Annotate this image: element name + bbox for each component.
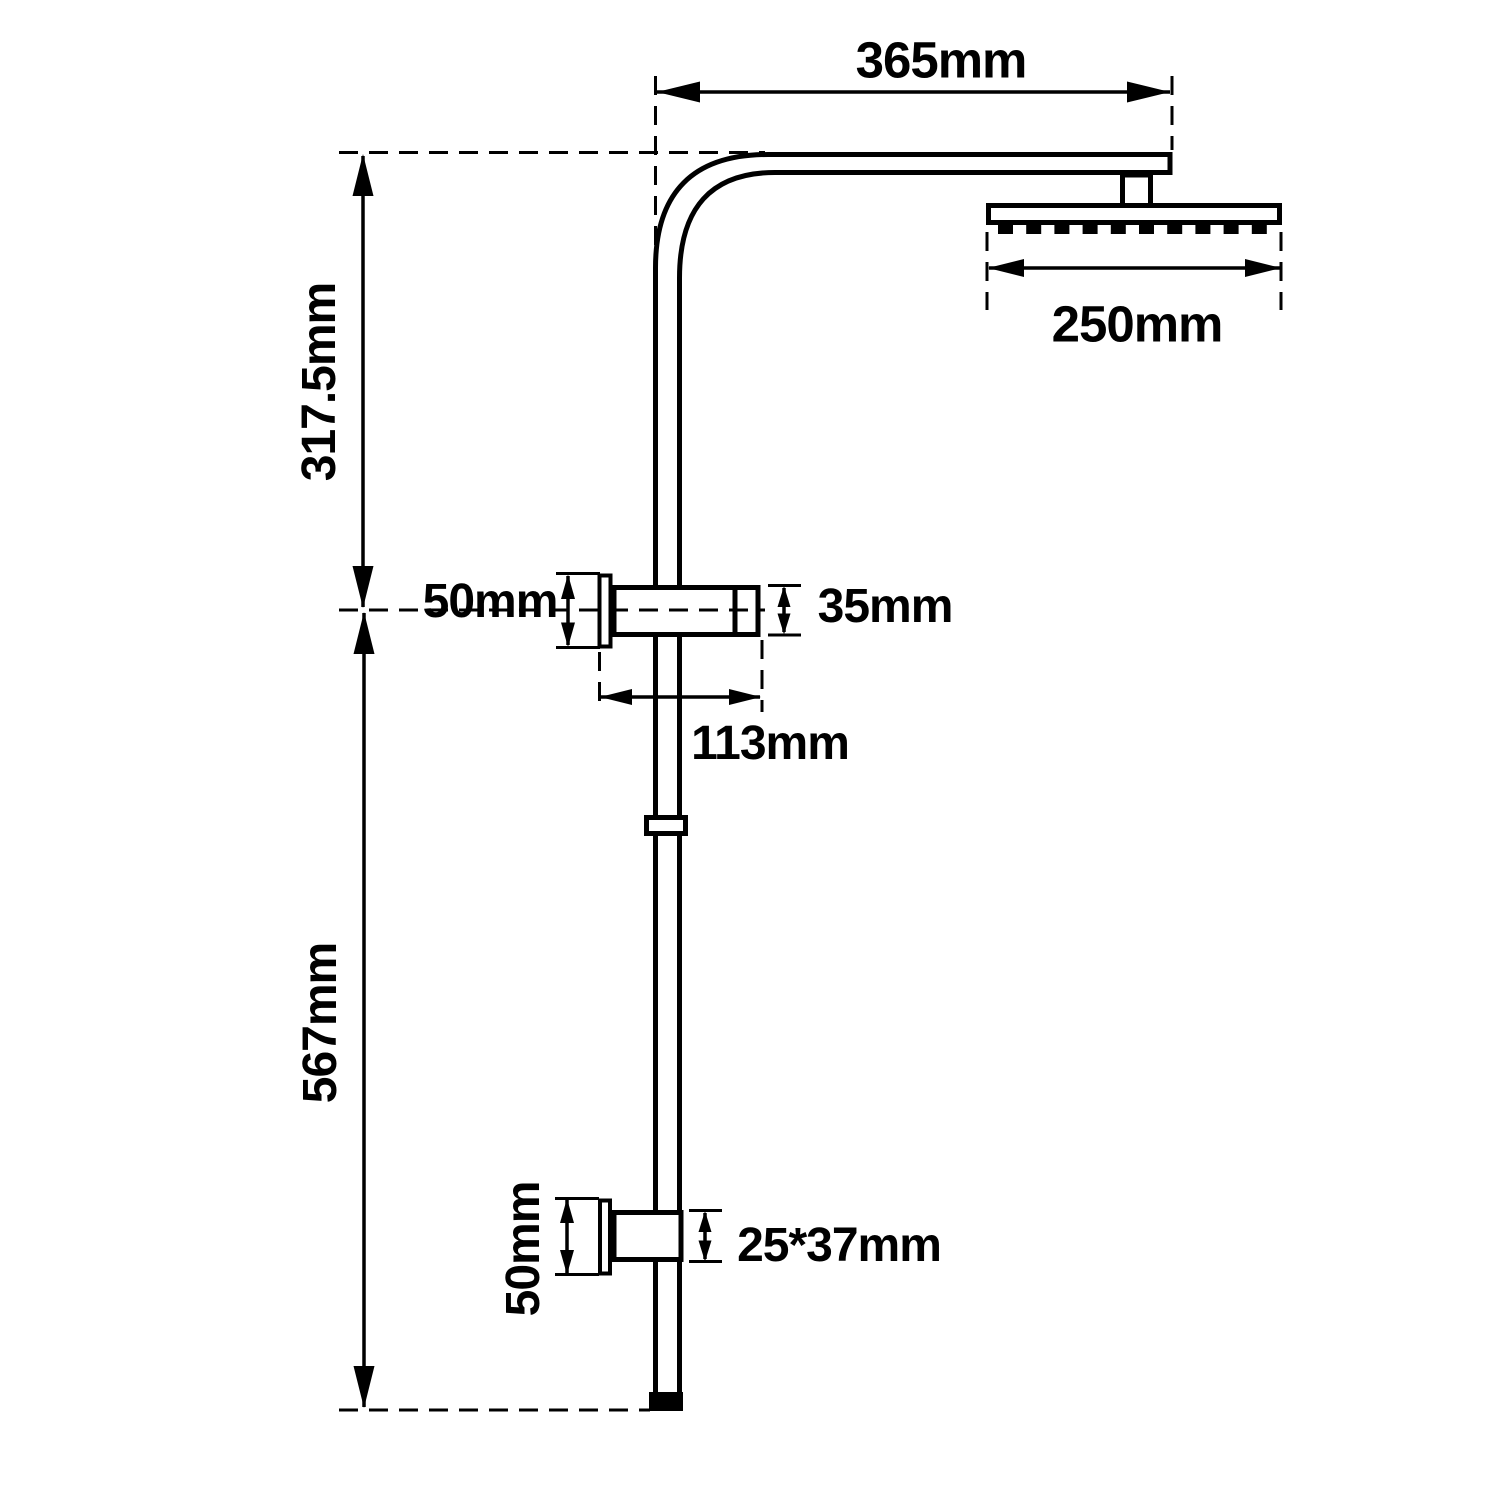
lower-bracket-flange [598,1198,612,1276]
dim-label-head-width: 250mm [1051,295,1224,353]
lower-bracket-body [611,1210,684,1262]
lower-bracket [598,1198,684,1276]
head-plate [986,203,1282,225]
shower-head [986,172,1282,234]
dim-label-upper-bracket-depth: 35mm [817,580,954,633]
extension-lines [339,76,1283,1412]
dimension-arrowheads [352,81,1281,1408]
rail-inner-line [677,170,1170,1408]
dim-label-lower-bracket-size: 25*37mm [737,1219,942,1272]
dimension-ticks [555,572,801,1276]
rail-frame [653,152,1173,1408]
head-nozzles [998,224,1267,234]
dim-label-lower-bracket-height: 50mm [497,1181,550,1317]
upper-bracket-flange [597,573,613,649]
bottom-end-cap [649,1392,683,1411]
head-connector-stub [1120,172,1153,209]
slider-connector [644,815,688,836]
dim-label-lower-section-height: 567mm [294,942,347,1104]
rail-outer-line [653,152,1170,1408]
dim-label-upper-section-height: 317.5mm [293,282,346,482]
dim-label-upper-bracket-width: 113mm [691,717,850,770]
dim-label-arm-length: 365mm [855,31,1028,89]
dim-label-upper-bracket-height: 50mm [422,575,559,628]
